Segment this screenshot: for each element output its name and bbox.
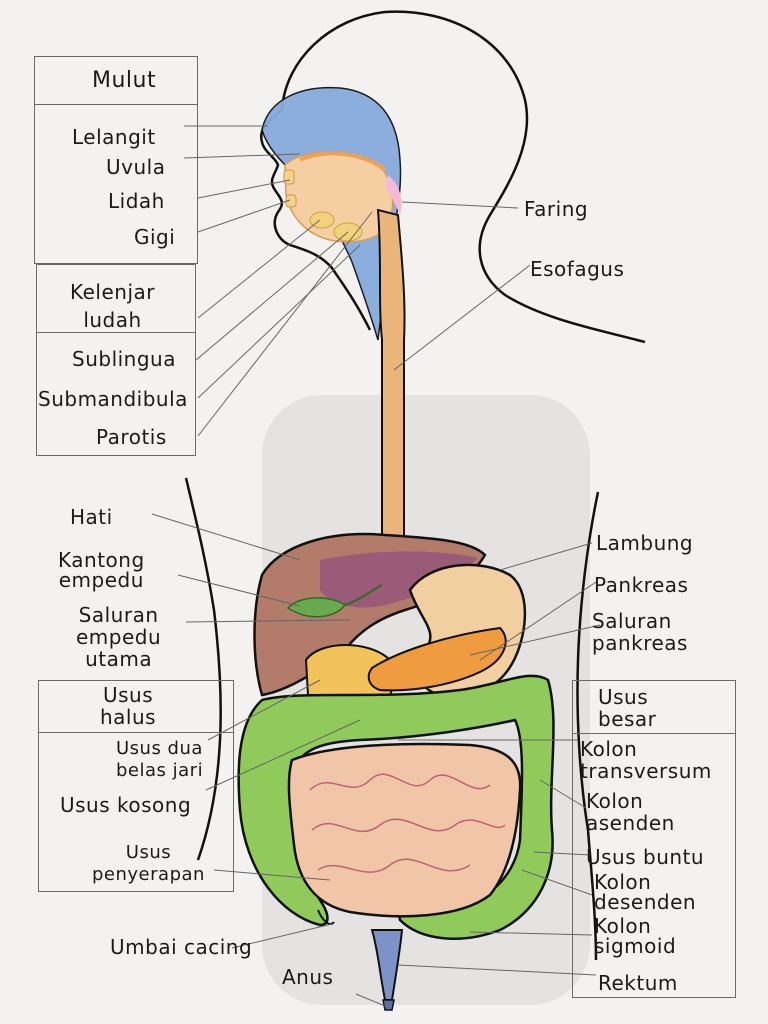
label-saluran-empedu-utama: Saluran empedu utama bbox=[76, 603, 162, 671]
label-kantong-empedu: Kantong empedu bbox=[58, 548, 145, 592]
label-submandibula: Submandibula bbox=[38, 387, 188, 411]
anus bbox=[382, 999, 395, 1011]
body-left-outline bbox=[184, 477, 222, 861]
label-usus-dua-belas-jari: Usus dua belas jari bbox=[116, 738, 204, 781]
label-uvula: Uvula bbox=[106, 155, 166, 179]
rectum bbox=[370, 929, 404, 1001]
label-faring: Faring bbox=[524, 197, 589, 221]
label-mulut: Mulut bbox=[92, 68, 157, 93]
label-saluran-pankreas: Saluran pankreas bbox=[592, 609, 688, 655]
label-gigi: Gigi bbox=[134, 225, 176, 249]
label-hati: Hati bbox=[70, 505, 113, 529]
label-usus-penyerapan: Usus penyerapan bbox=[92, 842, 205, 885]
face-outline bbox=[259, 109, 372, 331]
sublingual-gland bbox=[309, 211, 335, 229]
label-kelenjar-ludah: Kelenjar ludah bbox=[70, 280, 155, 332]
divider-kelenjar bbox=[36, 332, 196, 333]
box-usus-besar bbox=[572, 680, 736, 998]
label-anus: Anus bbox=[282, 965, 334, 989]
box-mulut bbox=[34, 56, 198, 264]
divider-mulut bbox=[34, 104, 198, 105]
label-esofagus: Esofagus bbox=[530, 257, 625, 281]
label-kolon-sigmoid: Kolon sigmoid bbox=[594, 914, 677, 958]
label-pankreas: Pankreas bbox=[594, 573, 689, 597]
label-rektum: Rektum bbox=[598, 971, 678, 995]
esophagus-tube bbox=[376, 208, 406, 541]
label-umbai-cacing: Umbai cacing bbox=[110, 935, 253, 959]
divider-usus-halus bbox=[38, 732, 234, 733]
leader-lines bbox=[151, 125, 601, 1007]
liver-shadow bbox=[320, 551, 478, 608]
teeth-upper bbox=[283, 169, 295, 185]
label-lidah: Lidah bbox=[108, 189, 165, 213]
bile-duct bbox=[344, 584, 383, 606]
label-usus-kosong: Usus kosong bbox=[60, 793, 192, 817]
label-kolon-transversum: Kolon transversum bbox=[580, 737, 712, 783]
intestine-folds bbox=[309, 773, 506, 873]
small-intestine bbox=[287, 742, 522, 918]
appendix bbox=[317, 909, 335, 926]
head-outline bbox=[280, 10, 646, 344]
label-sublingua: Sublingua bbox=[72, 347, 176, 371]
label-usus-buntu: Usus buntu bbox=[586, 845, 705, 869]
label-kolon-desenden: Kolon desenden bbox=[594, 870, 697, 914]
label-lambung: Lambung bbox=[596, 531, 694, 555]
label-usus-halus: Usus halus bbox=[100, 683, 157, 729]
label-parotis: Parotis bbox=[96, 425, 167, 449]
body-right-outline bbox=[576, 491, 600, 961]
label-usus-besar: Usus besar bbox=[598, 685, 657, 731]
box-usus-halus bbox=[38, 680, 234, 892]
box-kelenjar-ludah bbox=[36, 264, 196, 456]
palate-highlight bbox=[299, 151, 387, 172]
pharynx-pink bbox=[385, 175, 402, 215]
label-lelangit: Lelangit bbox=[72, 125, 156, 149]
label-kolon-asenden: Kolon asenden bbox=[586, 789, 675, 835]
pancreas bbox=[367, 626, 507, 692]
divider-usus-besar bbox=[572, 733, 736, 734]
